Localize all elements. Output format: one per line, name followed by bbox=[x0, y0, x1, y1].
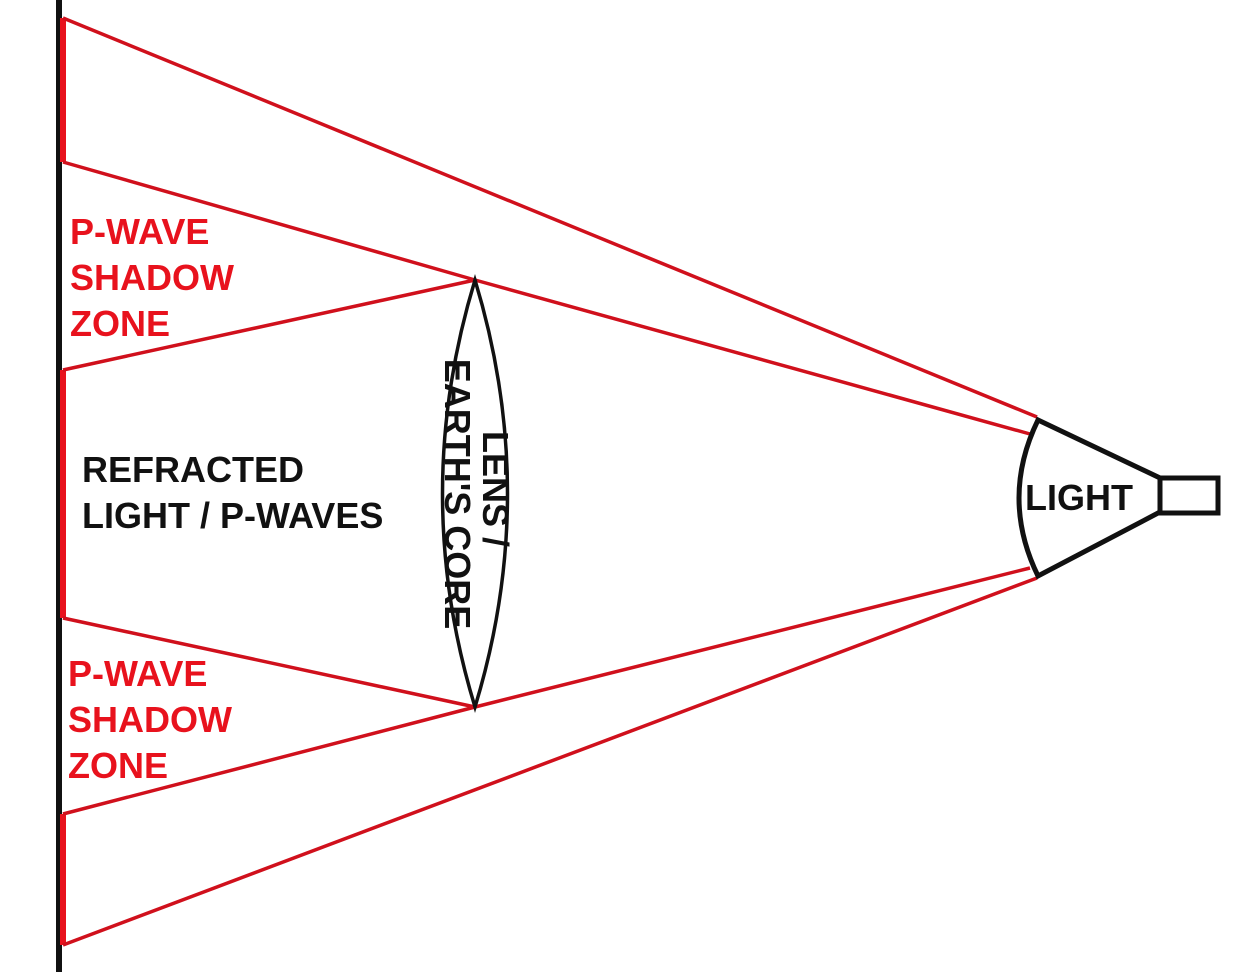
shadow-zone-top-line-2: SHADOW bbox=[70, 257, 234, 298]
biconvex-lens-icon bbox=[440, 273, 510, 714]
ray-inner-top-extension bbox=[62, 160, 476, 282]
flashlight-handle bbox=[1157, 475, 1221, 516]
shadow-zone-bottom-label: P-WAVE SHADOW ZONE bbox=[68, 653, 242, 786]
rays bbox=[62, 16, 1038, 947]
shadow-zone-top-line-1: P-WAVE bbox=[70, 211, 209, 252]
shadow-zone-top-label: P-WAVE SHADOW ZONE bbox=[70, 211, 244, 344]
refracted-label: REFRACTED LIGHT / P-WAVES bbox=[82, 449, 383, 536]
flashlight-icon bbox=[1016, 416, 1221, 580]
ray-inner-bottom-to-lens bbox=[474, 566, 1031, 709]
refracted-line-1: REFRACTED bbox=[82, 449, 304, 490]
ray-refracted-bottom bbox=[62, 616, 476, 709]
shadow-zone-bottom-line-1: P-WAVE bbox=[68, 653, 207, 694]
refracted-line-2: LIGHT / P-WAVES bbox=[82, 495, 383, 536]
shadow-zone-bottom-line-2: SHADOW bbox=[68, 699, 232, 740]
shadow-zone-top-line-3: ZONE bbox=[70, 303, 170, 344]
lens-label-line-2: EARTH'S CORE bbox=[437, 359, 478, 630]
ray-refracted-top bbox=[62, 278, 476, 372]
lens-label-line-1: LENS / bbox=[475, 431, 516, 547]
light-label: LIGHT bbox=[1025, 477, 1133, 518]
ray-outer-top bbox=[62, 16, 1038, 419]
ray-inner-top-to-lens bbox=[474, 278, 1031, 436]
ray-outer-bottom bbox=[62, 576, 1038, 947]
lens-label: LENS / EARTH'S CORE bbox=[437, 359, 516, 630]
ray-inner-bottom-extension bbox=[62, 705, 476, 816]
shadow-zone-bottom-line-3: ZONE bbox=[68, 745, 168, 786]
flashlight-head bbox=[1016, 416, 1163, 580]
